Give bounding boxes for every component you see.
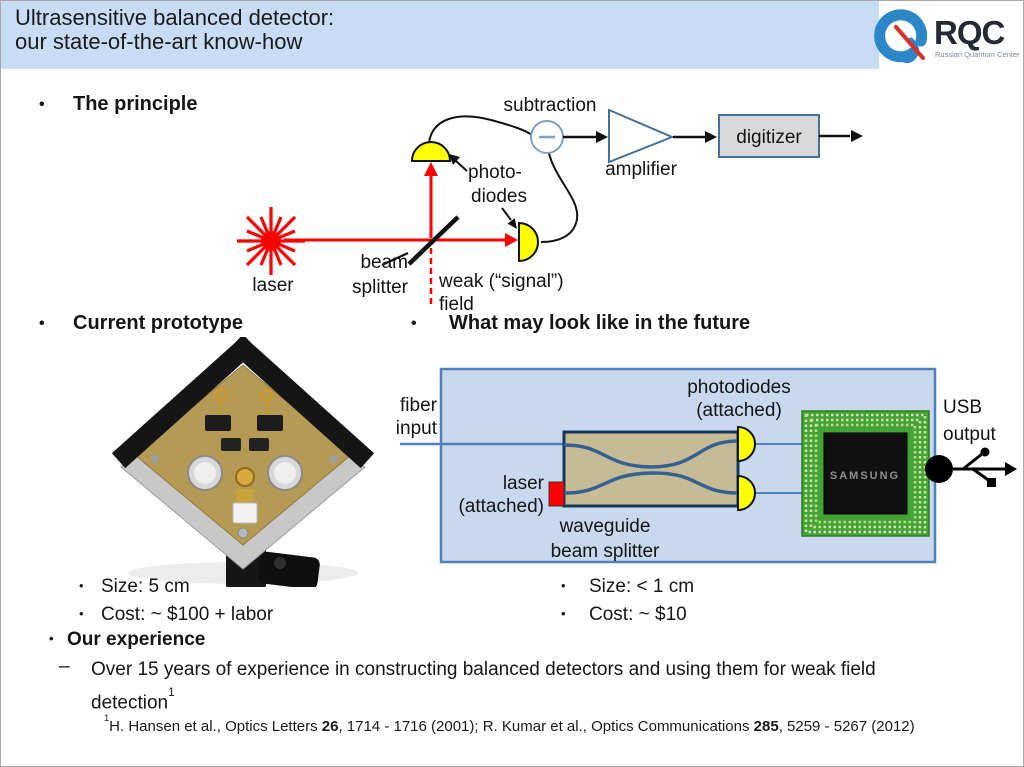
slide-title-line2: our state-of-the-art know-how <box>15 29 303 54</box>
photodiode-attached-top-icon <box>737 425 756 463</box>
photodiodes-label-line2: diodes <box>471 186 527 207</box>
chip-brand-label: SAMSUNG <box>830 470 900 482</box>
subtraction-label: subtraction <box>504 95 597 116</box>
laser-attached-icon <box>548 481 565 507</box>
usb-label-line1: USB <box>943 397 982 418</box>
photodiode-right-icon <box>518 221 539 263</box>
waveguide-label-line1: waveguide <box>559 516 651 537</box>
future-heading: •What may look like in the future <box>411 312 751 334</box>
fiber-input-label-line1: fiber <box>400 395 438 416</box>
photodiode-top-icon <box>410 141 452 162</box>
pcb-components <box>151 388 338 539</box>
prototype-photo <box>111 337 375 587</box>
usb-icon <box>925 447 1017 487</box>
slide-title-line1: Ultrasensitive balanced detector: <box>15 5 335 30</box>
bullet-icon: • <box>39 96 45 113</box>
wire-right-photodiode <box>540 152 579 243</box>
laser-attached-label-line1: laser <box>503 473 545 494</box>
amplifier-icon <box>608 108 675 164</box>
beam-splitter-label-line2: splitter <box>352 277 409 298</box>
weak-field-label-line1: weak (“signal”) <box>438 271 564 292</box>
waveguide-top-path <box>563 439 739 469</box>
waveguide-icon <box>562 430 740 508</box>
chip-icon: SAMSUNG <box>801 410 930 537</box>
weak-field-label-line2: field <box>439 294 474 315</box>
future-cost-bullet: •Cost: ~ $10 <box>561 604 687 625</box>
beam-splitter-label-line1: beam <box>360 252 408 273</box>
principle-heading: •The principle <box>39 93 198 115</box>
prototype-cost-bullet: •Cost: ~ $100 + labor <box>79 604 274 625</box>
signal-chain <box>563 108 863 164</box>
photodiodes-attached-label-line2: (attached) <box>696 400 782 421</box>
laser-starburst-icon <box>237 207 305 275</box>
bullet-icon: • <box>411 315 417 332</box>
logo-subtitle: Russian Quantum Center <box>935 50 1020 59</box>
future-size-bullet: •Size: < 1 cm <box>561 576 695 597</box>
rqc-logo: RQC Russian Quantum Center <box>874 9 1020 64</box>
beam-splitter-pointer <box>381 252 409 266</box>
beam-splitter-icon <box>407 215 460 266</box>
laser-beam <box>284 162 518 306</box>
prototype-heading: •Current prototype <box>39 312 243 334</box>
prototype-size-bullet: •Size: 5 cm <box>79 576 190 597</box>
usb-label-line2: output <box>943 424 997 445</box>
waveguide-bottom-path <box>563 471 739 495</box>
slide-title: Ultrasensitive balanced detector: our st… <box>15 6 334 54</box>
amplifier-label: amplifier <box>605 159 677 180</box>
photodiodes-label-line1: photo- <box>468 162 522 183</box>
footnote: 1H. Hansen et al., Optics Letters 26, 17… <box>104 712 915 735</box>
principle-diagram: subtraction amplifier digitizer photo- d… <box>237 95 863 315</box>
q-mark-icon <box>874 9 928 64</box>
fiber-input-label-line2: input <box>396 418 438 439</box>
laser-label: laser <box>252 275 294 296</box>
wire-top-photodiode <box>428 115 533 144</box>
laser-attached-label-line2: (attached) <box>458 496 544 517</box>
future-diagram: SAMSUNG fiber input photodiodes (attache… <box>396 367 1017 564</box>
photodiodes-pointer-arrows <box>449 154 517 229</box>
experience-heading: •Our experience <box>49 629 206 650</box>
digitizer-box <box>718 114 820 158</box>
waveguide-label-line2: beam splitter <box>551 541 660 562</box>
experience-dash: – <box>59 656 70 677</box>
housing-walls-icon <box>111 337 375 469</box>
photodiodes-attached-label-line1: photodiodes <box>687 377 791 398</box>
header-bar <box>1 1 879 69</box>
experience-item: Over 15 years of experience in construct… <box>91 659 876 714</box>
logo-acronym: RQC <box>934 14 1005 51</box>
bullet-icon: • <box>39 315 45 332</box>
digitizer-label: digitizer <box>736 127 802 148</box>
photodiode-attached-bottom-icon <box>737 474 756 512</box>
reference-superscript: 1 <box>168 685 175 699</box>
